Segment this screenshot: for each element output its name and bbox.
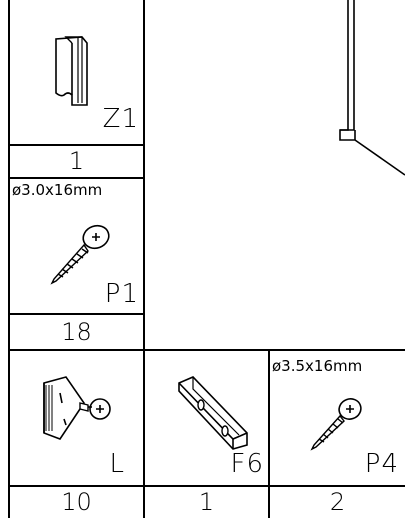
column-divider (268, 349, 270, 518)
part-quantity: 1 (198, 488, 215, 516)
corner-bracket-icon (178, 376, 248, 450)
screw-icon (50, 224, 110, 285)
l-bracket-with-screw-icon (43, 376, 111, 440)
part-quantity: 1 (68, 147, 85, 175)
part-cell-l: L (10, 351, 143, 485)
part-code: P1 (104, 279, 139, 309)
table-border-col1 (143, 0, 145, 518)
part-code: P4 (364, 449, 399, 479)
part-cell-f6: F6 (145, 351, 268, 485)
part-quantity: 2 (329, 488, 346, 516)
part-code: Z1 (102, 104, 139, 134)
row-divider (8, 485, 405, 487)
part-code: L (109, 449, 125, 479)
screw-icon (310, 398, 362, 451)
part-spec: ø3.5x16mm (272, 357, 363, 375)
row-divider (8, 313, 145, 315)
part-spec: ø3.0x16mm (12, 181, 103, 199)
part-quantity: 10 (61, 488, 92, 516)
part-cell-p1: ø3.0x16mm P1 (10, 179, 143, 313)
part-code: F6 (230, 449, 264, 479)
cabinet-drawing (339, 0, 405, 176)
table-border-left (8, 0, 10, 518)
row-divider (8, 349, 405, 351)
part-cell-p4: ø3.5x16mm P4 (270, 351, 405, 485)
z1-connector-icon (55, 36, 88, 106)
part-quantity: 18 (61, 318, 92, 346)
row-divider (8, 144, 145, 146)
row-divider (8, 177, 145, 179)
part-cell-z1: Z1 (10, 0, 143, 144)
